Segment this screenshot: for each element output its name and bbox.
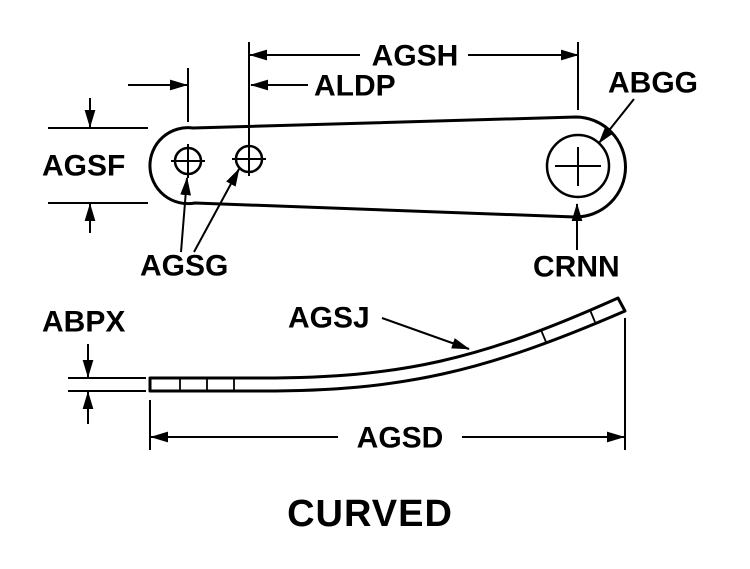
dimension-agsh: AGSH — [248, 40, 579, 176]
segment-tick — [589, 309, 596, 323]
callout-crnn: CRNN — [533, 203, 620, 284]
callout-agsj: AGSJ — [288, 302, 470, 350]
dimension-aldp: ALDP — [128, 68, 396, 122]
dimension-agsd: AGSD — [149, 318, 626, 455]
label-crnn: CRNN — [533, 251, 620, 284]
segment-tick — [540, 329, 547, 343]
diagram-title: CURVED — [287, 493, 453, 535]
agsg-leader-right — [193, 168, 240, 253]
large-hole — [545, 133, 611, 199]
label-agsf: AGSF — [42, 150, 125, 183]
callout-agsg: AGSG — [140, 168, 240, 283]
label-abpx: ABPX — [42, 306, 125, 339]
part-outline-side — [148, 296, 627, 393]
label-abgg: ABGG — [608, 67, 698, 100]
agsg-leader-left — [180, 177, 192, 253]
label-agsd: AGSD — [357, 422, 444, 455]
side-view — [148, 296, 627, 393]
abgg-leader — [598, 98, 635, 144]
callout-abgg: ABGG — [598, 67, 698, 144]
agsj-leader — [381, 317, 470, 350]
label-agsg: AGSG — [140, 250, 228, 283]
dimension-abpx: ABPX — [42, 306, 146, 424]
dimension-agsf: AGSF — [42, 98, 148, 233]
label-agsj: AGSJ — [288, 302, 370, 335]
label-aldp: ALDP — [314, 70, 396, 103]
label-agsh: AGSH — [372, 40, 459, 73]
